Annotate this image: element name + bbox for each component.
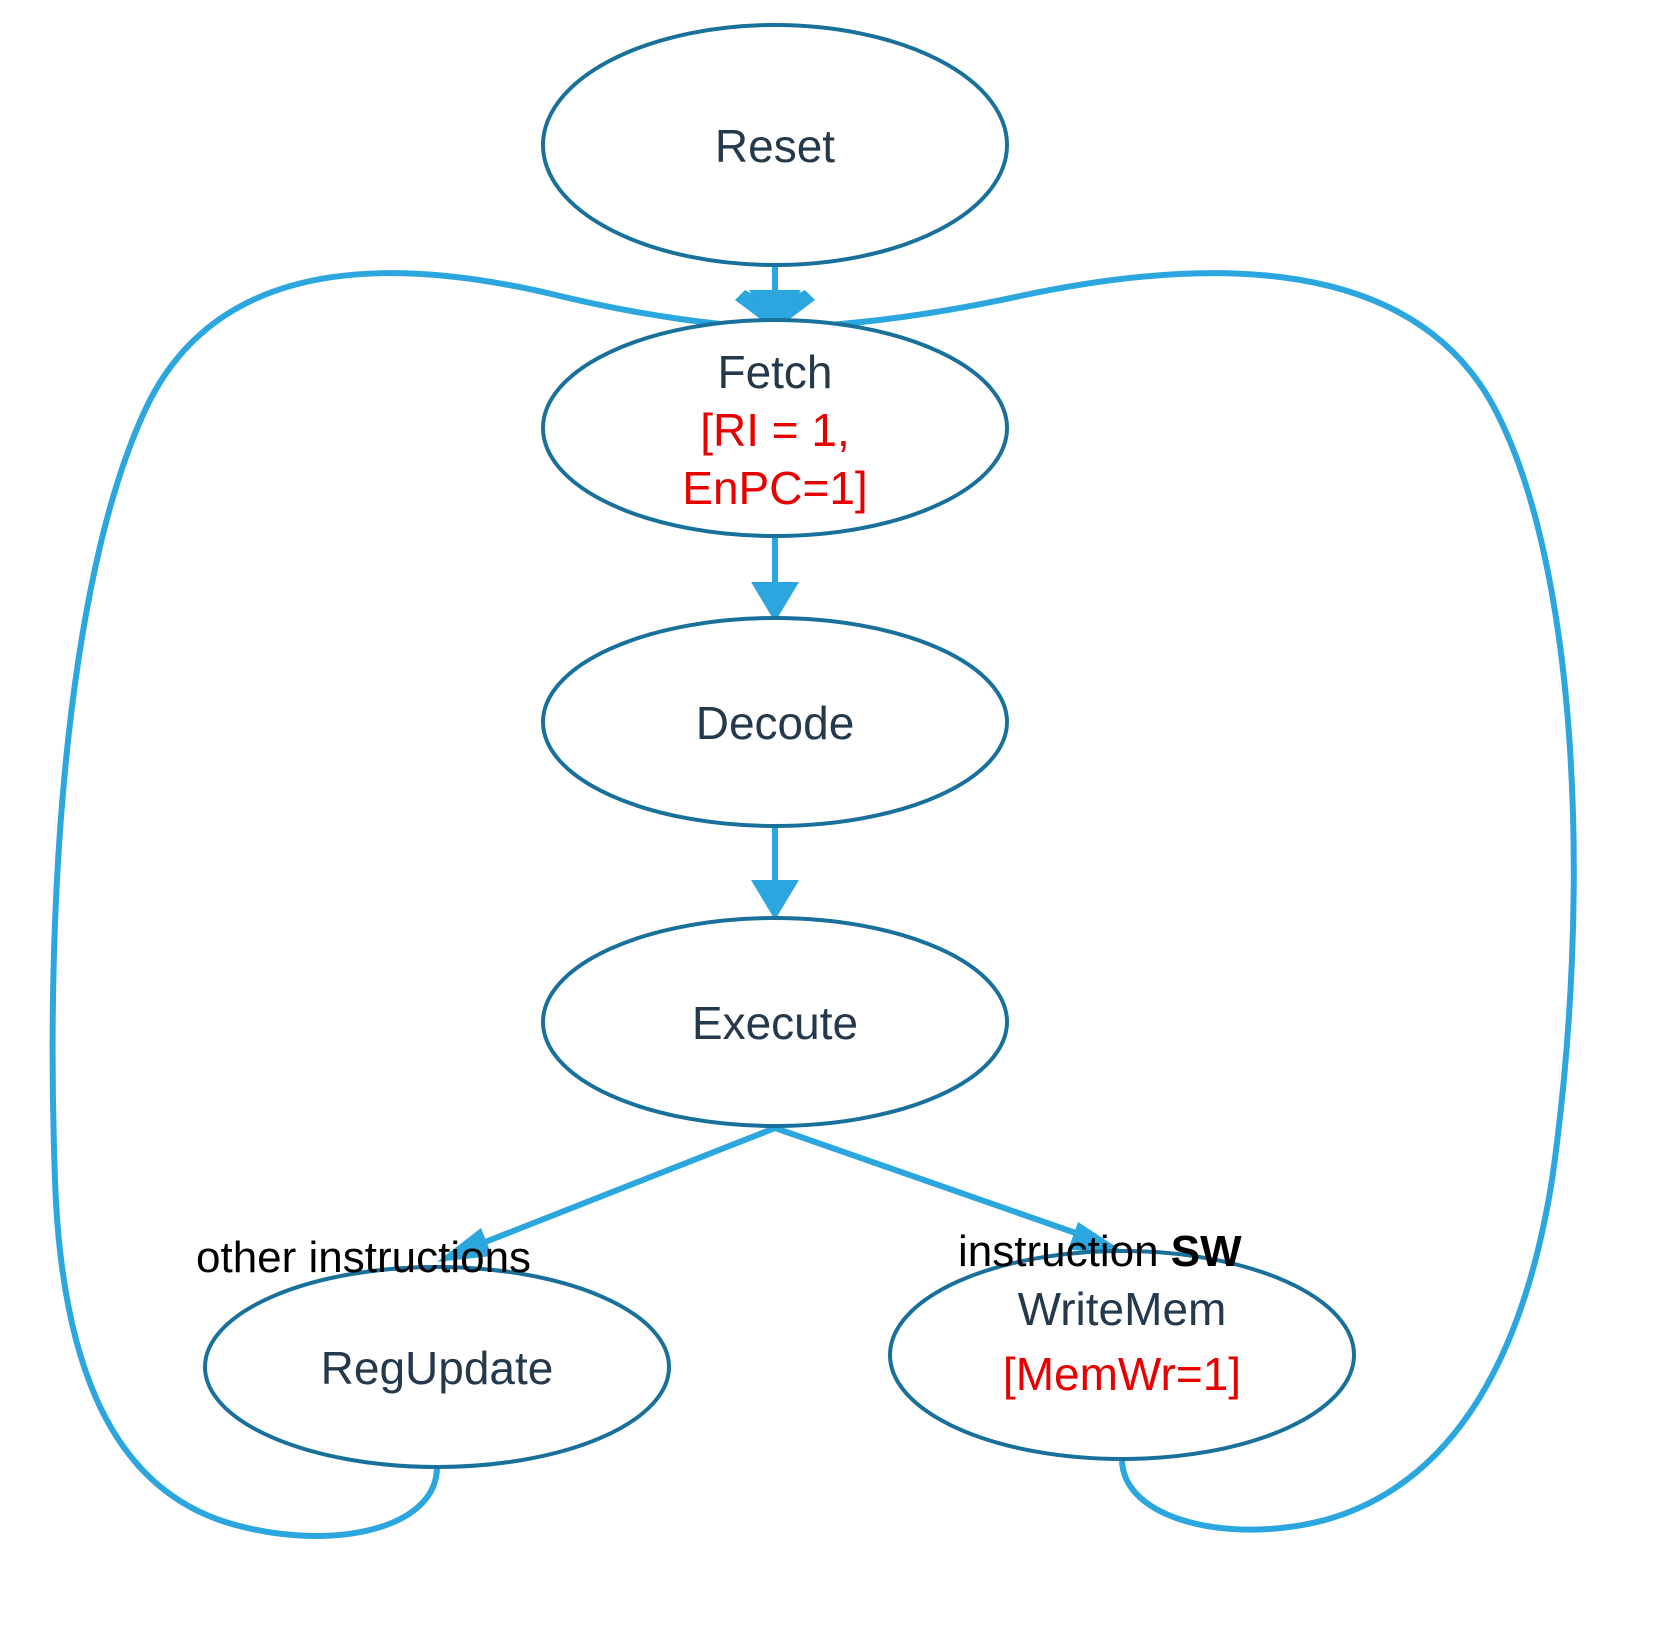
edge-regupdate-to-fetch xyxy=(49,270,767,1539)
edge-execute-to-writemem xyxy=(774,1125,1124,1252)
edge-fetch-to-decode xyxy=(751,536,799,622)
state-label-decode: Decode xyxy=(696,697,855,749)
state-action-writemem: [MemWr=1] xyxy=(1003,1348,1241,1400)
edge-decode-to-execute xyxy=(751,826,799,920)
state-node-fetch[interactable]: Fetch [RI = 1, EnPC=1] xyxy=(541,318,1009,538)
state-label-fetch: Fetch xyxy=(717,346,832,398)
state-node-writemem[interactable]: WriteMem [MemWr=1] xyxy=(888,1249,1356,1461)
state-label-regupdate: RegUpdate xyxy=(321,1342,554,1394)
state-action-fetch-line2: EnPC=1] xyxy=(682,462,867,514)
state-node-reset[interactable]: Reset xyxy=(541,23,1009,267)
edge-label-instruction-sw: instruction SW xyxy=(958,1227,1242,1276)
state-action-fetch-line1: [RI = 1, xyxy=(700,404,850,456)
state-node-decode[interactable]: Decode xyxy=(541,616,1009,828)
edge-label-instruction-bold: SW xyxy=(1171,1227,1242,1276)
edge-reset-to-fetch xyxy=(749,264,801,330)
state-label-execute: Execute xyxy=(692,997,858,1049)
edge-label-instruction-plain: instruction xyxy=(958,1227,1171,1276)
edge-label-other-instructions: other instructions xyxy=(196,1233,531,1282)
state-label-reset: Reset xyxy=(715,120,835,172)
state-node-regupdate[interactable]: RegUpdate xyxy=(203,1265,671,1469)
edge-execute-to-regupdate xyxy=(437,1125,777,1262)
edge-writemem-to-fetch xyxy=(783,270,1577,1533)
state-node-execute[interactable]: Execute xyxy=(541,916,1009,1128)
state-label-writemem: WriteMem xyxy=(1018,1283,1227,1335)
